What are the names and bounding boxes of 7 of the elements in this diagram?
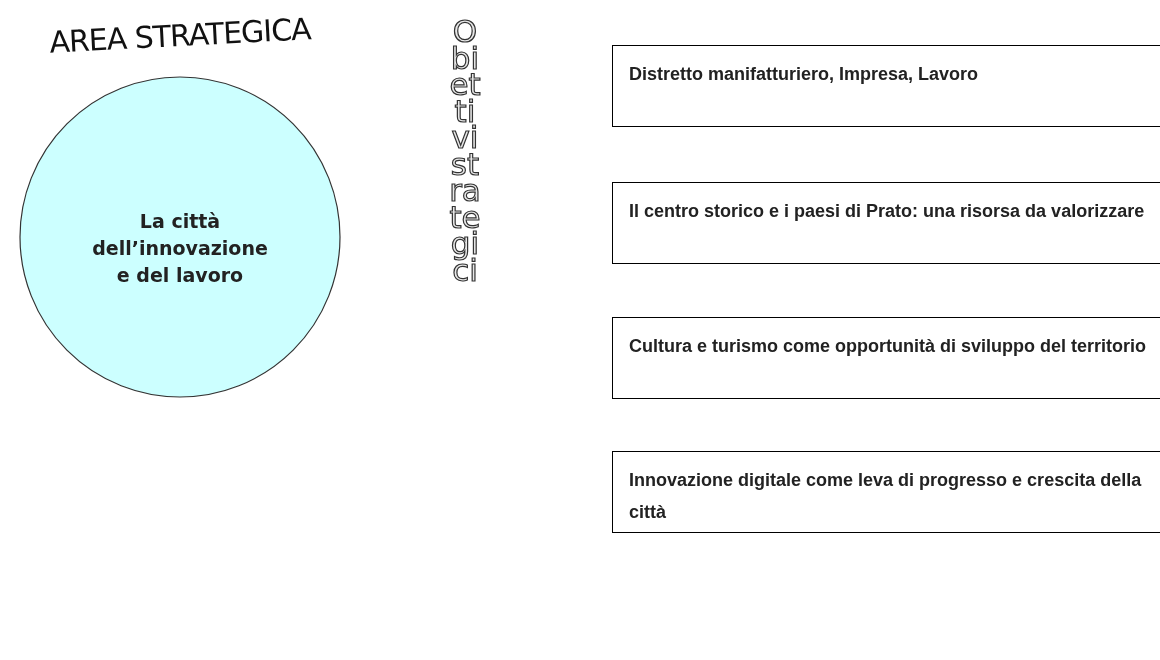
objective-box: Innovazione digitale come leva di progresso e crescita della città [612,451,1160,533]
objective-box: Il centro storico e i paesi di Prato: una risorsa da valorizzare [612,182,1160,264]
circle-text: La città dell’innovazione e del lavoro [91,209,269,288]
vertical-text: Obiettivi strategici [448,18,482,283]
area-heading: AREA STRATEGICA [47,10,313,61]
objective-box: Distretto manifatturiero, Impresa, Lavoro [612,45,1160,127]
objective-box: Cultura e turismo come opportunità di sviluppo del territorio [612,317,1160,399]
